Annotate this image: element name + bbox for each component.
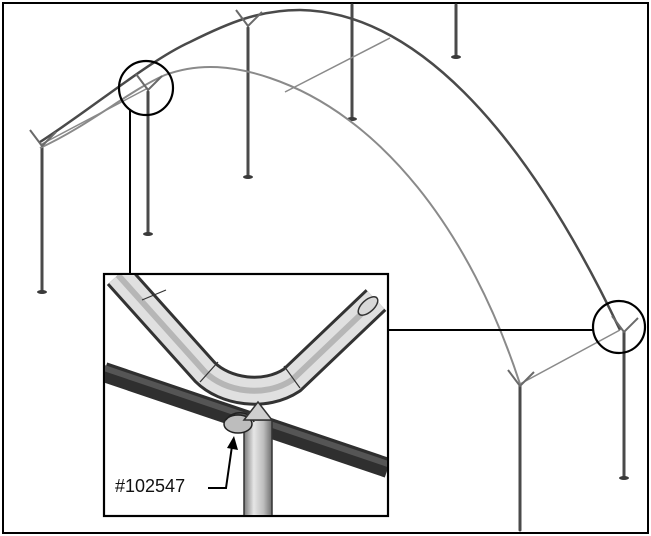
arrow-head: [227, 436, 238, 450]
detail-inset: [102, 272, 390, 518]
front-posts: [518, 330, 626, 532]
leader-lines: [129, 110, 593, 331]
back-arch: [39, 8, 622, 331]
detail-circle-right: [591, 299, 647, 355]
part-number-callout: #102547: [114, 476, 187, 496]
front-brackets: [507, 315, 639, 388]
v-brackets: [29, 9, 263, 148]
detail-circle-left: [117, 59, 175, 117]
post-feet: [37, 55, 461, 294]
back-posts: [40, 3, 458, 292]
front-arch: [39, 65, 521, 385]
callout-arrow: [208, 445, 233, 489]
purlins: [39, 37, 621, 385]
front-post-foot: [619, 476, 629, 480]
